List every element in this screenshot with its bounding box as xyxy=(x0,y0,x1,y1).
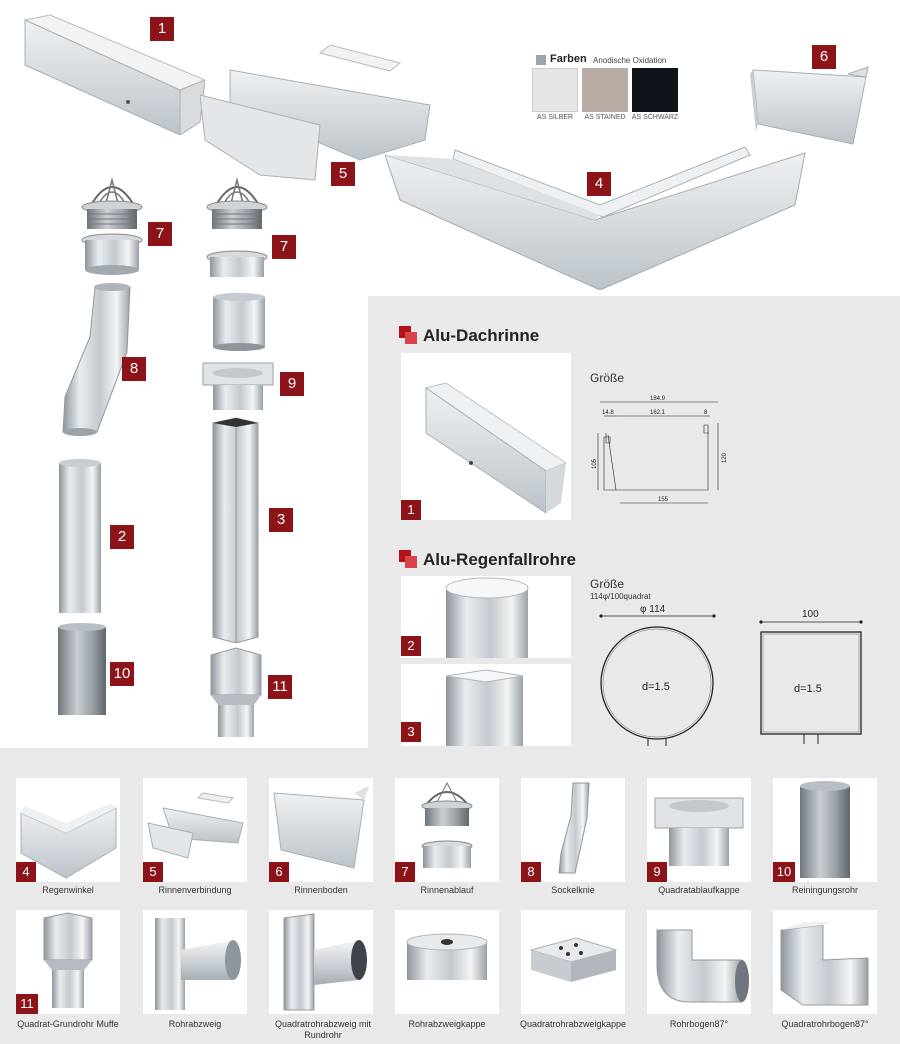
colors-icon xyxy=(536,55,546,65)
catalog-card-quadratrohrabzweig xyxy=(269,910,373,1014)
catalog-caption-quadratrohrbogen87: Quadratrohrbogen87° xyxy=(781,1019,869,1029)
gutter-outlet-basket-illustration-2 xyxy=(206,177,268,277)
round-pipe-cross-section: φ 114 d=1.5 xyxy=(599,604,716,746)
catalog-number-11: 11 xyxy=(16,994,38,1014)
catalog-number-8: 8 xyxy=(521,862,541,882)
catalog-card-quadratrohrbogen87 xyxy=(773,910,877,1014)
swatch-label-stained: AS STAINED xyxy=(584,114,626,121)
catalog-caption-regenwinkel: Regenwinkel xyxy=(42,885,94,895)
square-socket-illustration xyxy=(210,647,262,737)
catalog-card-rohrbogen87 xyxy=(647,910,751,1014)
catalog-card-quadratrohrabzweigkappe xyxy=(521,910,625,1014)
section-icon-regenfallrohre xyxy=(399,550,417,568)
item-number-11: 11 xyxy=(268,675,292,699)
square-pipe-cross-section: 100 d=1.5 xyxy=(759,609,863,744)
item-number-7-left: 7 xyxy=(148,222,172,246)
catalog-caption-rinnenverbindung: Rinnenverbindung xyxy=(158,885,232,895)
section-title-dachrinne: Alu-Dachrinne xyxy=(423,326,540,345)
catalog-caption-rinnenboden: Rinnenboden xyxy=(294,885,348,895)
catalog-number-9: 9 xyxy=(647,862,667,882)
cleaning-pipe-illustration xyxy=(58,623,106,715)
gutter-corner-illustration xyxy=(385,146,806,290)
swatch-silver xyxy=(532,68,578,112)
pipe-size-label: Größe xyxy=(590,577,625,591)
round-downpipe-illustration xyxy=(59,459,101,613)
catalog-number-6: 6 xyxy=(269,862,289,882)
swatch-label-silver: AS SILBER xyxy=(536,114,574,121)
section-title-regenfallrohre: Alu-Regenfallrohre xyxy=(423,550,577,569)
dim-bottom: 155 xyxy=(658,497,669,503)
dim-mid: 162.1 xyxy=(650,410,666,416)
round-thickness-label: d=1.5 xyxy=(642,681,670,693)
item-number-3: 3 xyxy=(269,508,293,532)
catalog-card-regenwinkel xyxy=(16,778,120,882)
dim-height-right: 120 xyxy=(722,452,728,463)
catalog-caption-rohrabzweig: Rohrabzweig xyxy=(168,1019,222,1029)
item-number-8: 8 xyxy=(122,357,146,381)
square-pipe-photo xyxy=(401,664,571,746)
gutter-profile-drawing: 184.9 14.8 162.1 8 105 120 155 xyxy=(592,396,728,504)
catalog-caption-rohrbogen87: Rohrbogen87° xyxy=(669,1019,729,1029)
gutter-connector-illustration xyxy=(200,45,431,181)
dachrinne-size-label: Größe xyxy=(590,371,625,385)
colors-title: Farben xyxy=(550,53,587,65)
photo-number-1: 1 xyxy=(401,500,421,520)
square-dim-label: 100 xyxy=(802,609,819,620)
square-downpipe-illustration xyxy=(212,417,259,643)
dachrinne-photo xyxy=(401,353,571,520)
item-number-9: 9 xyxy=(280,372,304,396)
pipe-size-sub: 114φ/100quadrat xyxy=(590,592,651,601)
catalog-caption-quadrat-grundrohr-muffe: Quadrat-Grundrohr Muffe xyxy=(17,1019,119,1029)
item-number-5: 5 xyxy=(331,162,355,186)
catalog-caption-quadratrohrabzweig: Quadratrohrabzweig mit Rundrohr xyxy=(274,1019,372,1040)
item-number-1: 1 xyxy=(150,17,174,41)
catalog-number-10: 10 xyxy=(773,862,795,882)
swatch-schwarz xyxy=(632,68,678,112)
section-icon-dachrinne xyxy=(399,326,417,344)
catalog-caption-rohrabzweigkappe: Rohrabzweigkappe xyxy=(408,1019,486,1029)
dim-left-small: 14.8 xyxy=(602,410,614,416)
round-pipe-section-illustration xyxy=(213,293,265,351)
catalog-caption-sockelknie: Sockelknie xyxy=(551,885,595,895)
photo-number-3: 3 xyxy=(401,722,421,742)
swatch-label-schwarz: AS SCHWARZ xyxy=(631,114,679,121)
catalog-number-7: 7 xyxy=(395,862,415,882)
round-dim-label: φ 114 xyxy=(640,604,666,615)
item-number-10: 10 xyxy=(110,662,134,686)
sockelknie-illustration xyxy=(62,283,131,436)
dim-top: 184.9 xyxy=(650,396,666,402)
round-pipe-photo xyxy=(401,576,571,658)
catalog-number-4: 4 xyxy=(16,862,36,882)
swatch-stained xyxy=(582,68,628,112)
item-number-6: 6 xyxy=(812,45,836,69)
square-thickness-label: d=1.5 xyxy=(794,683,822,695)
catalog-caption-quadratrohrabzweigkappe: Quadratrohrabzweigkappe xyxy=(519,1019,627,1029)
gutter-outlet-basket-illustration xyxy=(81,177,143,275)
catalog-card-rohrabzweigkappe xyxy=(395,910,499,1014)
colors-subtitle: Anodische Oxidation xyxy=(593,56,667,65)
catalog-card-rohrabzweig xyxy=(143,910,247,1014)
item-number-2: 2 xyxy=(110,525,134,549)
catalog-caption-quadratablaufkappe: Quadratablaufkappe xyxy=(658,885,740,895)
photo-number-2: 2 xyxy=(401,636,421,656)
item-number-4: 4 xyxy=(587,172,611,196)
dim-height-left: 105 xyxy=(592,458,598,469)
catalog-caption-rinnenablauf: Rinnenablauf xyxy=(420,885,474,895)
item-number-7-right: 7 xyxy=(272,235,296,259)
square-outlet-cap-illustration xyxy=(202,362,274,410)
gutter-illustration xyxy=(23,14,205,135)
catalog-number-5: 5 xyxy=(143,862,163,882)
dim-right-small: 8 xyxy=(704,410,708,416)
gutter-end-cap-illustration xyxy=(750,66,869,145)
catalog-caption-reiningungsrohr: Reiningungsrohr xyxy=(791,885,859,895)
